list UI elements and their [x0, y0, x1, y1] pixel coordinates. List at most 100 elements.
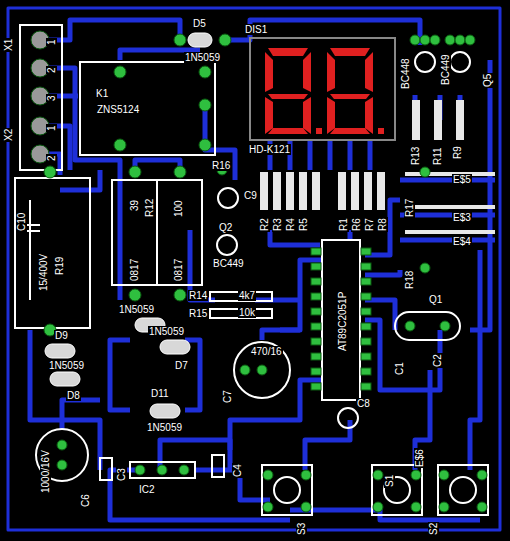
copper-trace [110, 340, 130, 410]
part-label: C7 [222, 389, 233, 404]
part-label: E$3 [452, 212, 472, 223]
part-label: 1N5059 [148, 326, 185, 337]
silkscreen-outline [157, 180, 202, 285]
solder-pad [57, 460, 67, 470]
part-label: 2 [46, 66, 57, 74]
solder-pad [174, 34, 186, 46]
solder-pad [263, 502, 273, 512]
part-label: X2 [3, 128, 14, 142]
part-label: 2 [46, 154, 57, 162]
diode-body [45, 33, 212, 418]
part-label: R3 [272, 217, 283, 232]
copper-trace [400, 180, 495, 240]
solder-pad [263, 470, 273, 480]
solder-pad [114, 139, 126, 151]
part-label: HD-K121 [248, 144, 291, 155]
part-label: 3 [46, 94, 57, 102]
copper-trace [135, 160, 180, 175]
silkscreen-outline [80, 62, 215, 155]
resistor-body [260, 172, 268, 210]
copper-trace [60, 170, 100, 190]
part-label: ZNS5124 [96, 104, 140, 115]
seven-segment [265, 48, 322, 134]
part-label: 1000/16V [40, 449, 51, 494]
part-label: IC2 [138, 484, 156, 495]
part-label: DIS1 [244, 24, 268, 35]
part-label: C8 [356, 398, 371, 409]
copper-trace [280, 260, 322, 330]
silkscreen-outline [372, 465, 422, 515]
solder-pad [135, 465, 145, 475]
solder-pad [373, 502, 383, 512]
part-label: Q1 [428, 294, 443, 305]
copper-trace [270, 230, 350, 245]
resistor-body [260, 100, 495, 234]
ic-pin-pad [311, 248, 321, 255]
solder-pad [240, 365, 250, 375]
copper-trace [8, 8, 500, 530]
solder-pad [420, 167, 430, 177]
resistor-body [351, 172, 359, 210]
ic-pin-pad [311, 368, 321, 375]
part-label: R4 [285, 217, 296, 232]
silkscreen-outline [130, 462, 195, 478]
diode-body [188, 33, 212, 47]
part-label: R18 [404, 270, 415, 290]
part-label: C9 [243, 190, 258, 201]
part-label: 1N5059 [48, 360, 85, 371]
resistor-body [412, 100, 420, 140]
silkscreen-outline [250, 38, 395, 140]
part-label: R5 [298, 217, 309, 232]
ic-pin-pad [311, 308, 321, 315]
solder-pad [439, 470, 449, 480]
part-label: R2 [259, 217, 270, 232]
part-label: AT89C2051P [337, 291, 348, 352]
copper-trace [415, 370, 430, 470]
part-label: C4 [232, 463, 243, 478]
resistor-body [434, 100, 442, 140]
part-label: 1 [46, 124, 57, 132]
part-label: Q2 [218, 222, 233, 233]
silkscreen-outline [217, 235, 237, 255]
solder-pad [301, 470, 311, 480]
solder-pad [439, 502, 449, 512]
part-label: D11 [150, 388, 170, 399]
ic-pin-pad [311, 278, 321, 285]
part-label: R12 [144, 198, 155, 218]
part-label: E$6 [414, 448, 425, 468]
ic-pin-pad [361, 383, 371, 390]
part-label: 470/16 [250, 346, 283, 357]
solder-pad [430, 35, 440, 45]
part-label: C2 [432, 353, 443, 368]
solder-pad [199, 139, 211, 151]
part-label: Q5 [482, 73, 493, 88]
ic-pin-pad [361, 338, 371, 345]
silkscreen-outline [395, 312, 460, 340]
solder-pad [477, 502, 487, 512]
part-label: 0817 [173, 258, 184, 282]
resistor-body [405, 230, 495, 234]
silkscreen-outline [262, 465, 312, 515]
solder-pad [129, 166, 141, 178]
copper-trace [225, 20, 420, 45]
ic-pin-pad [311, 248, 371, 390]
copper-trace [262, 330, 300, 340]
part-label: 100 [173, 199, 184, 218]
silkscreen-outline [274, 477, 300, 503]
part-label: S1 [384, 474, 395, 488]
part-label: D7 [174, 360, 189, 371]
seven-segment [327, 48, 384, 134]
part-label: R1 [338, 217, 349, 232]
ic-pin-pad [311, 383, 321, 390]
part-label: C1 [394, 361, 405, 376]
solder-pad [410, 35, 420, 45]
solder-pad [257, 365, 267, 375]
ic-pin-pad [361, 353, 371, 360]
copper-trace [62, 400, 100, 430]
solder-pad [373, 470, 383, 480]
resistor-body [377, 172, 385, 210]
ic-pin-pad [361, 278, 371, 285]
silkscreen-outline [450, 477, 476, 503]
part-label: E$4 [452, 236, 472, 247]
